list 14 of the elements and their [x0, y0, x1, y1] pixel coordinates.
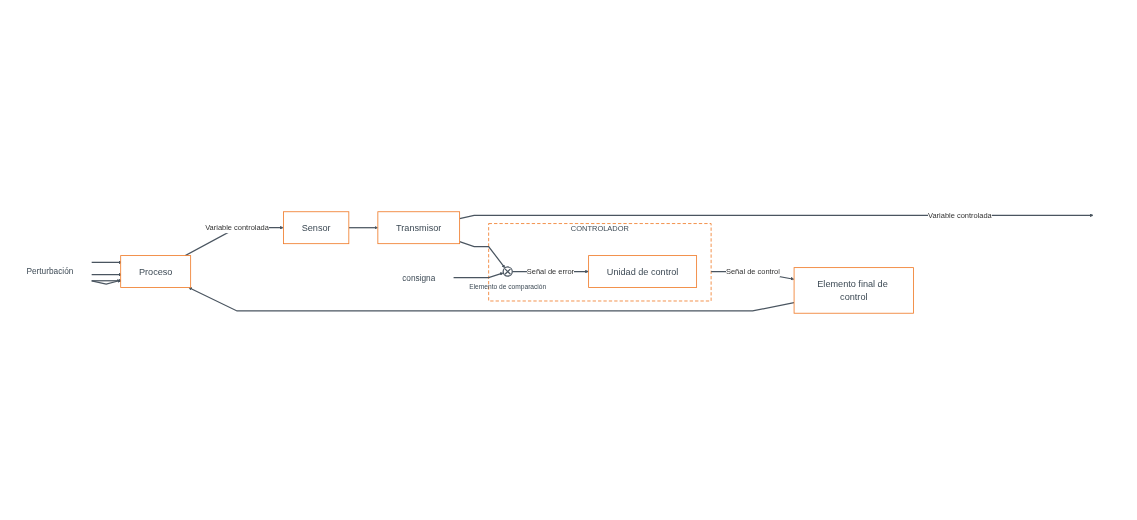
arrow	[90, 273, 122, 277]
arrow	[90, 260, 122, 265]
arrow	[458, 241, 505, 269]
arrow	[452, 272, 504, 279]
node-box: Elemento final de control	[793, 267, 914, 314]
node-text: Perturbación	[25, 267, 73, 277]
node-box: Unidad de control	[587, 255, 697, 289]
node-box: Transmisor	[376, 211, 460, 245]
node-box: Proceso	[119, 255, 191, 289]
arrow	[458, 213, 1094, 220]
arrow	[347, 226, 378, 230]
arrow	[188, 287, 795, 312]
node-text: consigna	[401, 273, 435, 283]
node-box: Sensor	[282, 211, 349, 245]
